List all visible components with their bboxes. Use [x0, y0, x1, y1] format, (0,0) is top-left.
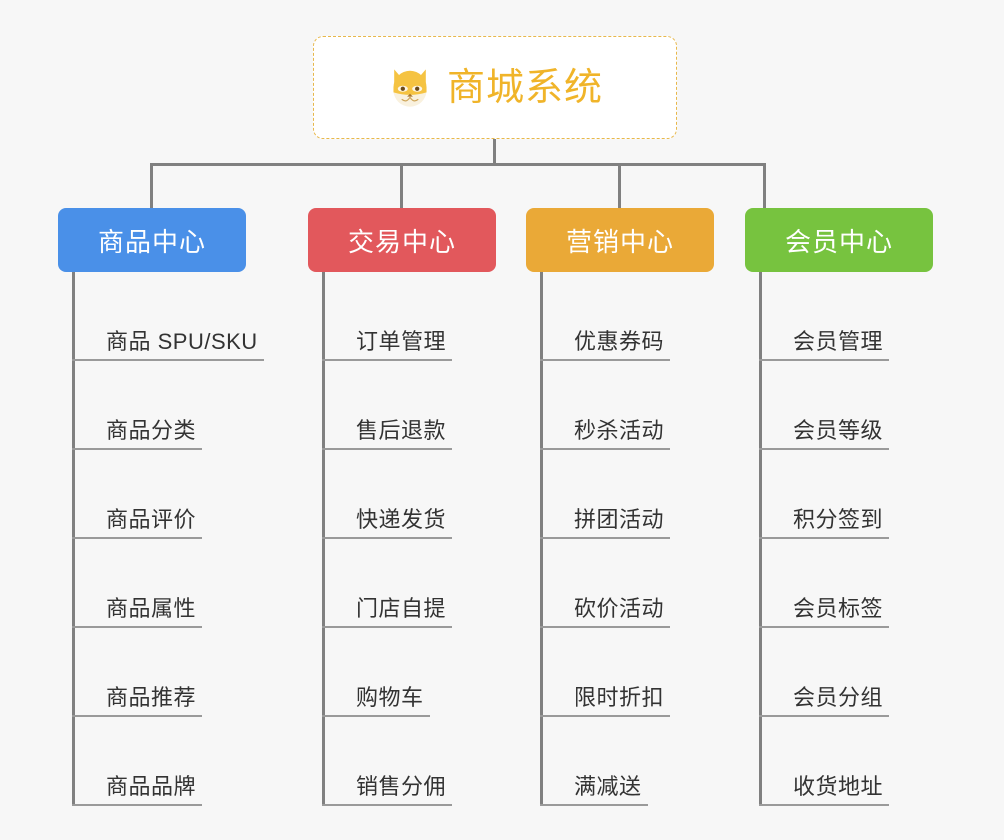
connector-root-stem [493, 139, 496, 165]
leaf-label: 会员管理 [793, 329, 884, 354]
leaf-list-1: 商品 SPU/SKU 商品分类 商品评价 商品属性 商品推荐 商品品牌 [72, 272, 264, 806]
list-item[interactable]: 商品推荐 [72, 628, 203, 717]
connector-drop-2 [400, 163, 403, 209]
category-header-label: 营销中心 [565, 226, 674, 257]
category-header-4[interactable]: 会员中心 [745, 208, 933, 272]
leaf-label: 砍价活动 [574, 596, 665, 621]
leaf-label: 商品分类 [106, 418, 197, 443]
list-item[interactable]: 销售分佣 [322, 717, 453, 806]
list-item[interactable]: 商品属性 [72, 539, 203, 628]
list-item[interactable]: 快递发货 [322, 450, 453, 539]
list-item[interactable]: 门店自提 [322, 539, 453, 628]
list-item[interactable]: 秒杀活动 [540, 361, 671, 450]
list-item[interactable]: 砍价活动 [540, 539, 671, 628]
leaf-label: 优惠券码 [574, 329, 665, 354]
list-item[interactable]: 商品品牌 [72, 717, 203, 806]
category-header-label: 会员中心 [784, 226, 893, 257]
column-spine-4 [759, 272, 762, 806]
list-item[interactable]: 积分签到 [759, 450, 890, 539]
leaf-label: 订单管理 [356, 329, 447, 354]
leaf-label: 商品属性 [106, 596, 197, 621]
list-item[interactable]: 商品 SPU/SKU [72, 272, 264, 361]
list-item[interactable]: 商品分类 [72, 361, 203, 450]
leaf-list-3: 优惠券码 秒杀活动 拼团活动 砍价活动 限时折扣 满减送 [540, 272, 671, 806]
leaf-label: 会员分组 [793, 685, 884, 710]
category-header-1[interactable]: 商品中心 [58, 208, 246, 272]
root-title: 商城系统 [446, 66, 603, 109]
leaf-label: 购物车 [356, 685, 424, 710]
list-item[interactable]: 会员分组 [759, 628, 890, 717]
leaf-label: 快递发货 [356, 507, 447, 532]
connector-drop-4 [763, 163, 766, 209]
list-item[interactable]: 限时折扣 [540, 628, 671, 717]
list-item[interactable]: 满减送 [540, 717, 648, 806]
list-item[interactable]: 售后退款 [322, 361, 453, 450]
leaf-label: 限时折扣 [574, 685, 665, 710]
list-item[interactable]: 会员管理 [759, 272, 890, 361]
leaf-label: 会员标签 [793, 596, 884, 621]
leaf-label: 收货地址 [793, 774, 884, 799]
list-item[interactable]: 商品评价 [72, 450, 203, 539]
list-item[interactable]: 订单管理 [322, 272, 453, 361]
column-spine-3 [540, 272, 543, 806]
leaf-label: 满减送 [574, 774, 642, 799]
leaf-label: 会员等级 [793, 418, 884, 443]
connector-bus-bar [150, 163, 765, 166]
shiba-dog-emoji [393, 68, 427, 107]
leaf-list-4: 会员管理 会员等级 积分签到 会员标签 会员分组 收货地址 [759, 272, 890, 806]
list-item[interactable]: 会员等级 [759, 361, 890, 450]
column-spine-2 [322, 272, 325, 806]
category-header-3[interactable]: 营销中心 [526, 208, 714, 272]
category-header-label: 交易中心 [347, 226, 456, 257]
leaf-label: 拼团活动 [574, 507, 665, 532]
list-item[interactable]: 会员标签 [759, 539, 890, 628]
list-item[interactable]: 购物车 [322, 628, 430, 717]
list-item[interactable]: 优惠券码 [540, 272, 671, 361]
leaf-label: 商品评价 [106, 507, 197, 532]
leaf-label: 商品 SPU/SKU [106, 329, 258, 354]
leaf-label: 秒杀活动 [574, 418, 665, 443]
category-header-2[interactable]: 交易中心 [308, 208, 496, 272]
category-header-label: 商品中心 [97, 226, 206, 257]
leaf-list-2: 订单管理 售后退款 快递发货 门店自提 购物车 销售分佣 [322, 272, 453, 806]
leaf-label: 售后退款 [356, 418, 447, 443]
leaf-label: 销售分佣 [356, 774, 447, 799]
leaf-label: 积分签到 [793, 507, 884, 532]
connector-drop-1 [150, 163, 153, 209]
leaf-label: 门店自提 [356, 596, 447, 621]
list-item[interactable]: 拼团活动 [540, 450, 671, 539]
list-item[interactable]: 收货地址 [759, 717, 890, 806]
leaf-label: 商品推荐 [106, 685, 197, 710]
root-node[interactable]: 商城系统 [313, 36, 677, 139]
column-spine-1 [72, 272, 75, 806]
connector-drop-3 [618, 163, 621, 209]
leaf-label: 商品品牌 [106, 774, 197, 799]
